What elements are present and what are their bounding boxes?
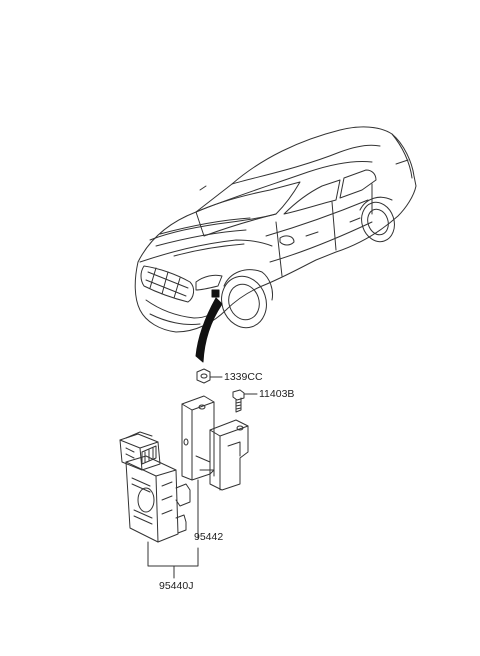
- bracket-icon: [181, 395, 249, 491]
- car-illustration: [134, 126, 417, 333]
- part-label-bolt: 11403B: [259, 388, 295, 400]
- callout-arrow: [195, 297, 223, 363]
- ecu-location-marker: [211, 289, 220, 298]
- leader-line-assembly-bracket: [147, 541, 199, 567]
- part-label-assembly: 95440J: [159, 580, 194, 592]
- ecu-module-icon: [119, 431, 191, 543]
- nut-icon: [196, 368, 211, 384]
- bolt-icon: [232, 389, 245, 413]
- part-label-bracket: 95442: [194, 531, 224, 543]
- part-label-nut: 1339CC: [224, 371, 263, 383]
